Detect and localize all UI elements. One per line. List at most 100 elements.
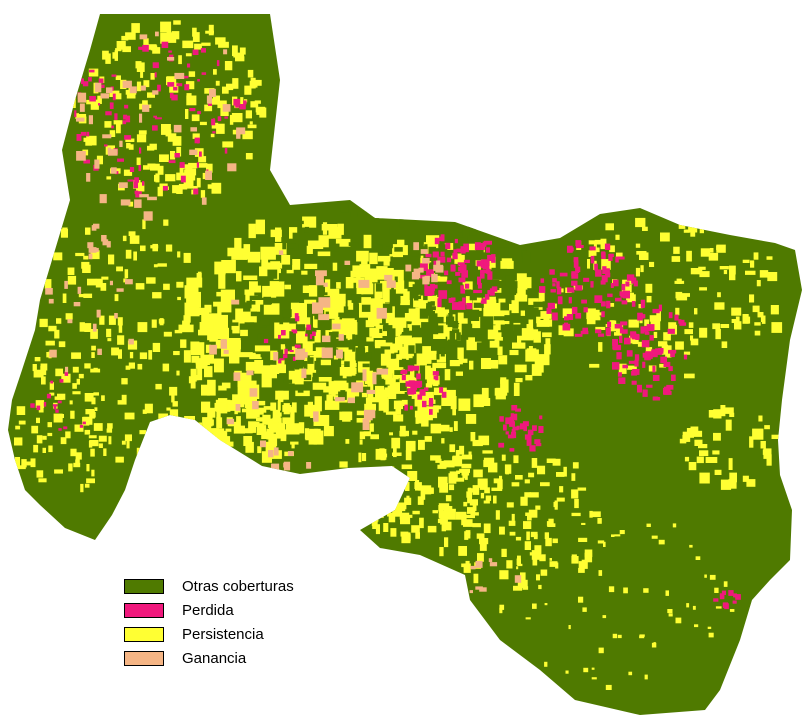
map-patch-persistencia — [70, 448, 77, 457]
map-patch-ganancia — [336, 349, 343, 359]
map-patch-ganancia — [252, 401, 259, 410]
map-patch-otras-coberturas — [361, 386, 371, 393]
map-patch-ganancia — [45, 288, 53, 295]
map-patch-perdida — [433, 375, 438, 380]
map-patch-persistencia — [588, 250, 594, 257]
map-patch-persistencia — [532, 603, 537, 609]
map-patch-persistencia — [392, 510, 403, 517]
map-patch-perdida — [732, 600, 737, 604]
map-patch-persistencia — [390, 466, 395, 476]
map-patch-persistencia — [91, 469, 95, 477]
map-patch-otras-coberturas — [394, 247, 403, 252]
map-patch-persistencia — [416, 416, 427, 424]
map-patch-persistencia — [192, 133, 200, 139]
map-patch-otras-coberturas — [374, 212, 380, 223]
map-patch-persistencia — [495, 332, 503, 341]
map-patch-ganancia — [93, 223, 100, 229]
map-patch-perdida — [580, 330, 589, 335]
map-patch-persistencia — [661, 344, 668, 355]
map-patch-perdida — [637, 384, 642, 393]
map-patch-persistencia — [578, 567, 585, 573]
map-patch-persistencia — [715, 328, 721, 340]
map-patch-persistencia — [95, 278, 103, 288]
map-patch-otras-coberturas — [351, 294, 362, 303]
map-patch-otras-coberturas — [394, 276, 398, 283]
map-patch-otras-coberturas — [493, 316, 505, 321]
map-patch-persistencia — [186, 438, 198, 448]
map-patch-persistencia — [114, 294, 119, 302]
map-patch-persistencia — [609, 245, 615, 253]
map-patch-otras-coberturas — [239, 294, 246, 304]
map-patch-persistencia — [16, 406, 26, 415]
map-patch-otras-coberturas — [244, 322, 255, 330]
map-patch-persistencia — [171, 393, 175, 403]
map-patch-persistencia — [458, 398, 471, 411]
map-patch-persistencia — [632, 336, 639, 345]
map-patch-persistencia — [336, 282, 341, 289]
map-patch-persistencia — [216, 408, 221, 419]
map-patch-perdida — [556, 281, 560, 288]
map-patch-perdida — [600, 280, 606, 285]
map-patch-persistencia — [457, 347, 464, 360]
map-patch-persistencia — [529, 552, 537, 556]
map-patch-otras-coberturas — [366, 352, 372, 359]
map-patch-otras-coberturas — [345, 262, 353, 271]
map-patch-persistencia — [400, 299, 410, 306]
map-patch-persistencia — [314, 330, 321, 343]
map-patch-perdida — [424, 291, 433, 296]
map-patch-persistencia — [297, 317, 311, 329]
map-patch-persistencia — [686, 250, 692, 262]
map-patch-persistencia — [379, 448, 385, 454]
map-patch-persistencia — [446, 389, 456, 400]
map-patch-persistencia — [390, 528, 397, 537]
map-patch-persistencia — [549, 558, 552, 561]
map-patch-perdida — [86, 131, 90, 137]
map-patch-otras-coberturas — [436, 354, 440, 360]
map-patch-ganancia — [76, 117, 85, 122]
map-patch-perdida — [540, 278, 545, 283]
map-patch-perdida — [196, 141, 199, 144]
map-patch-otras-coberturas — [473, 302, 484, 308]
map-patch-persistencia — [559, 486, 564, 493]
map-patch-perdida — [211, 118, 216, 126]
map-patch-persistencia — [586, 308, 596, 320]
map-patch-persistencia — [318, 377, 332, 382]
map-patch-persistencia — [150, 163, 160, 171]
map-patch-perdida — [486, 268, 491, 274]
map-patch-persistencia — [361, 472, 370, 480]
map-patch-persistencia — [388, 514, 396, 523]
map-patch-ganancia — [334, 397, 345, 402]
map-patch-persistencia — [65, 313, 73, 320]
map-patch-persistencia — [524, 541, 531, 550]
map-patch-persistencia — [373, 507, 384, 518]
map-patch-perdida — [646, 384, 653, 388]
map-patch-persistencia — [78, 373, 84, 379]
map-patch-persistencia — [355, 267, 360, 275]
legend-label-perdida: Perdida — [182, 601, 234, 619]
map-patch-perdida — [573, 260, 579, 268]
map-patch-persistencia — [686, 428, 694, 438]
map-patch-persistencia — [247, 124, 257, 129]
map-patch-persistencia — [188, 71, 196, 77]
map-patch-perdida — [671, 374, 676, 381]
map-patch-persistencia — [330, 303, 340, 310]
map-patch-persistencia — [764, 453, 771, 459]
map-patch-persistencia — [515, 475, 523, 480]
map-patch-otras-coberturas — [448, 313, 453, 318]
map-patch-persistencia — [391, 269, 404, 282]
map-patch-persistencia — [118, 324, 123, 333]
map-patch-persistencia — [208, 24, 214, 36]
map-patch-persistencia — [207, 407, 216, 418]
map-patch-persistencia — [172, 401, 178, 407]
map-patch-persistencia — [307, 240, 324, 249]
map-patch-persistencia — [87, 278, 97, 286]
map-patch-otras-coberturas — [390, 353, 395, 359]
map-patch-persistencia — [321, 224, 338, 231]
map-patch-persistencia — [207, 379, 216, 396]
map-patch-perdida — [590, 281, 594, 288]
map-patch-persistencia — [437, 309, 447, 323]
map-patch-ganancia — [209, 344, 217, 355]
map-patch-persistencia — [232, 78, 239, 89]
map-patch-perdida — [457, 262, 465, 266]
map-patch-persistencia — [412, 510, 420, 515]
